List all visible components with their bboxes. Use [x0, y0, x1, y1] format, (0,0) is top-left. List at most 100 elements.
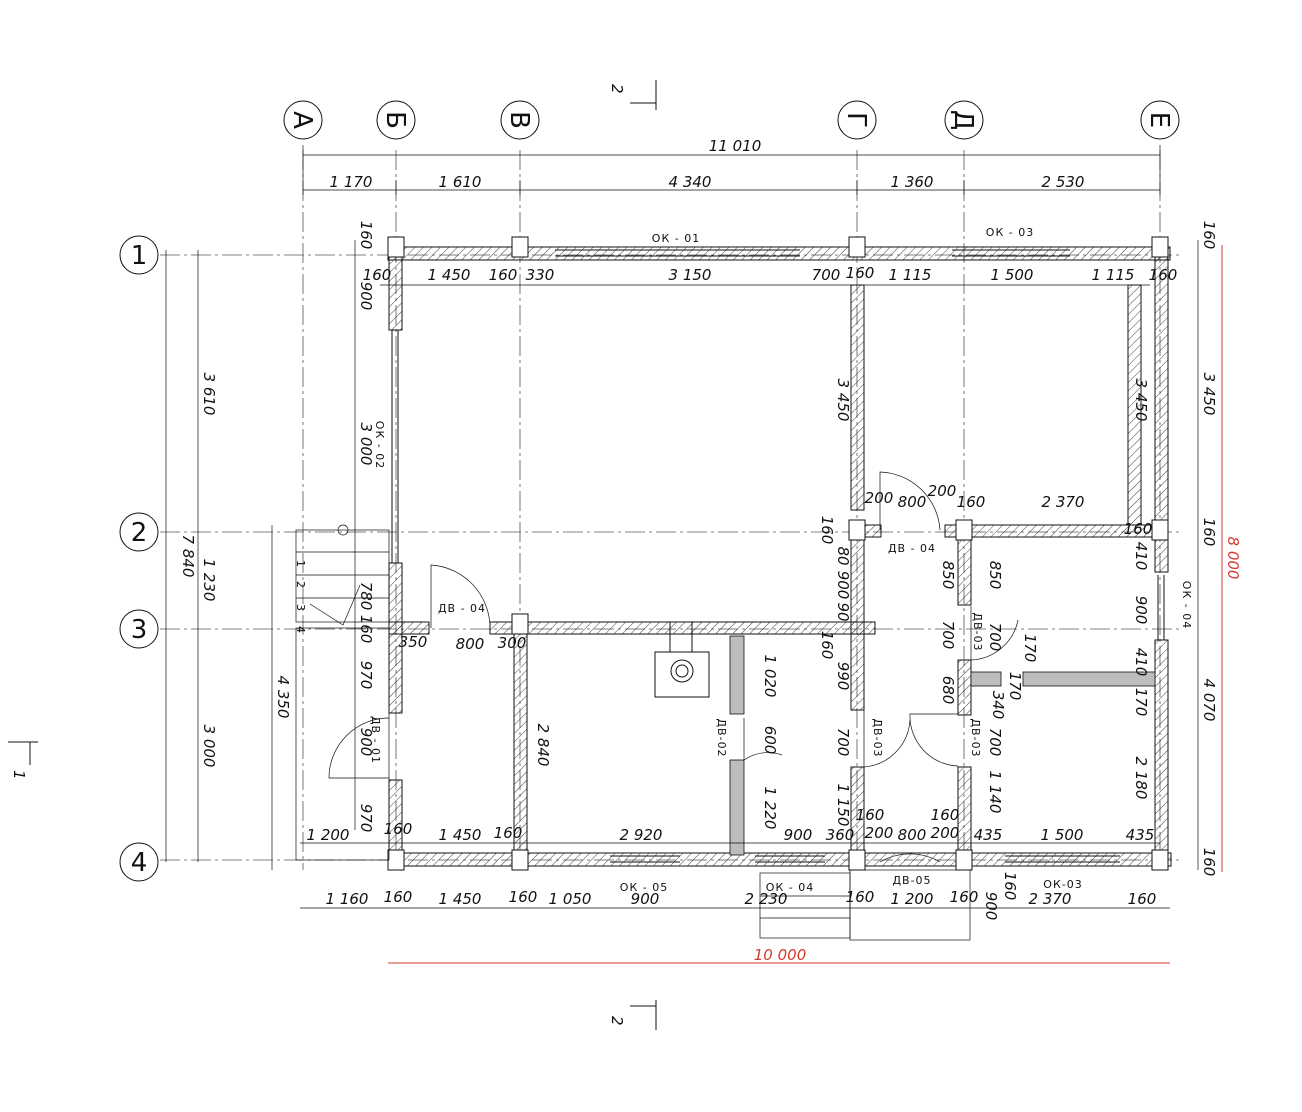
stove [654, 621, 710, 698]
svg-text:160: 160 [489, 266, 518, 284]
svg-text:4: 4 [294, 626, 307, 634]
svg-text:90: 90 [834, 602, 852, 621]
svg-text:4 070: 4 070 [1200, 679, 1218, 722]
svg-text:1 500: 1 500 [1041, 826, 1084, 844]
svg-text:3 150: 3 150 [669, 266, 712, 284]
svg-text:1 450: 1 450 [428, 266, 471, 284]
axis-bubble-a [283, 100, 323, 140]
svg-text:900: 900 [357, 728, 375, 757]
svg-text:900: 900 [1132, 596, 1150, 625]
svg-text:410: 410 [1132, 542, 1150, 571]
svg-text:700: 700 [986, 728, 1004, 757]
svg-text:3 450: 3 450 [1200, 373, 1218, 416]
section-cut-top-label: 2 [608, 84, 626, 94]
svg-text:2 230: 2 230 [745, 890, 788, 908]
svg-text:3 000: 3 000 [200, 725, 218, 768]
svg-text:330: 330 [526, 266, 555, 284]
svg-text:300: 300 [498, 634, 527, 652]
svg-text:4 350: 4 350 [274, 676, 292, 719]
axis-label-a: А [287, 111, 317, 129]
axis-bubble-1 [119, 235, 159, 275]
svg-text:160: 160 [818, 516, 836, 545]
svg-text:2 180: 2 180 [1132, 757, 1150, 800]
svg-text:1 160: 1 160 [326, 890, 369, 908]
svg-text:2 370: 2 370 [1042, 493, 1085, 511]
axis-label-4: 4 [131, 848, 148, 878]
svg-text:700: 700 [834, 728, 852, 757]
axis-bubble-e [1140, 100, 1180, 140]
dim-overall-right: 8 000 [1224, 537, 1242, 580]
svg-text:ОК - 03: ОК - 03 [986, 226, 1034, 239]
section-cut-bottom-label: 2 [608, 1016, 626, 1026]
svg-text:160: 160 [1001, 872, 1019, 901]
doors [328, 471, 1019, 863]
svg-text:170: 170 [1132, 688, 1150, 717]
svg-text:1 115: 1 115 [889, 266, 932, 284]
svg-text:ОК-03: ОК-03 [1043, 878, 1082, 891]
svg-text:360: 360 [826, 826, 855, 844]
svg-text:1 500: 1 500 [991, 266, 1034, 284]
axis-bubble-2 [119, 512, 159, 552]
svg-text:600: 600 [761, 726, 779, 755]
svg-text:3: 3 [294, 604, 307, 612]
svg-text:435: 435 [1126, 826, 1155, 844]
svg-text:800: 800 [898, 493, 927, 511]
svg-text:1 200: 1 200 [307, 826, 350, 844]
svg-text:1 020: 1 020 [761, 655, 779, 698]
svg-text:ДВ-02: ДВ-02 [715, 718, 728, 757]
svg-text:990: 990 [834, 662, 852, 691]
svg-text:ОК - 04: ОК - 04 [1180, 581, 1193, 629]
left-dimensions: 7 840 3 610 1 230 3 000 4 350 160 900 3 … [165, 221, 375, 870]
svg-text:200: 200 [865, 489, 894, 507]
svg-text:970: 970 [357, 804, 375, 833]
top-dimensions: 11 010 1 170 1 610 4 340 1 360 2 530 160… [302, 137, 1177, 286]
svg-text:2 370: 2 370 [1029, 890, 1072, 908]
svg-text:2 530: 2 530 [1042, 173, 1085, 191]
svg-text:1 610: 1 610 [439, 173, 482, 191]
windows [391, 249, 1165, 863]
column-posts [387, 236, 1169, 871]
svg-text:2: 2 [294, 581, 307, 589]
axis-bubble-g [837, 100, 877, 140]
dim-overall-left: 7 840 [179, 535, 197, 578]
svg-text:700: 700 [939, 621, 957, 650]
svg-text:900: 900 [834, 571, 852, 600]
svg-text:160: 160 [509, 888, 538, 906]
svg-text:160: 160 [1200, 848, 1218, 877]
svg-text:ОК - 04: ОК - 04 [766, 881, 814, 894]
svg-text:ОК - 05: ОК - 05 [620, 881, 668, 894]
dim-overall-bottom: 10 000 [754, 946, 807, 964]
svg-text:160: 160 [1128, 890, 1157, 908]
axis-bubble-3 [119, 609, 159, 649]
svg-text:ОК - 01: ОК - 01 [652, 232, 700, 245]
section-marks: 2 2 1 [8, 80, 657, 1030]
svg-text:1 360: 1 360 [891, 173, 934, 191]
svg-text:2 920: 2 920 [620, 826, 663, 844]
svg-text:200: 200 [928, 482, 957, 500]
svg-text:3 450: 3 450 [1132, 379, 1150, 422]
svg-text:80: 80 [834, 546, 852, 565]
svg-text:ДВ - 04: ДВ - 04 [438, 602, 486, 615]
axis-label-b: Б [380, 111, 410, 129]
svg-text:160: 160 [384, 820, 413, 838]
svg-text:1 450: 1 450 [439, 826, 482, 844]
svg-text:800: 800 [898, 826, 927, 844]
svg-text:160: 160 [1200, 221, 1218, 250]
svg-text:160: 160 [846, 888, 875, 906]
inner-dimensions: 3 450 3 450 200 800 200 160 2 370 160 80… [399, 379, 1153, 830]
svg-text:160: 160 [1124, 520, 1153, 538]
svg-text:900: 900 [982, 892, 1000, 921]
section-cut-left-label: 1 [10, 770, 28, 780]
svg-text:160: 160 [818, 631, 836, 660]
svg-text:170: 170 [1006, 672, 1024, 701]
svg-text:850: 850 [986, 561, 1004, 590]
axis-label-g: Г [841, 112, 871, 128]
svg-text:4 340: 4 340 [669, 173, 712, 191]
svg-text:ДВ-05: ДВ-05 [892, 874, 931, 887]
svg-text:3 610: 3 610 [200, 373, 218, 416]
svg-text:160: 160 [957, 493, 986, 511]
svg-text:160: 160 [357, 221, 375, 250]
axis-label-d: Д [948, 110, 978, 130]
svg-text:ДВ-03: ДВ-03 [871, 718, 884, 757]
